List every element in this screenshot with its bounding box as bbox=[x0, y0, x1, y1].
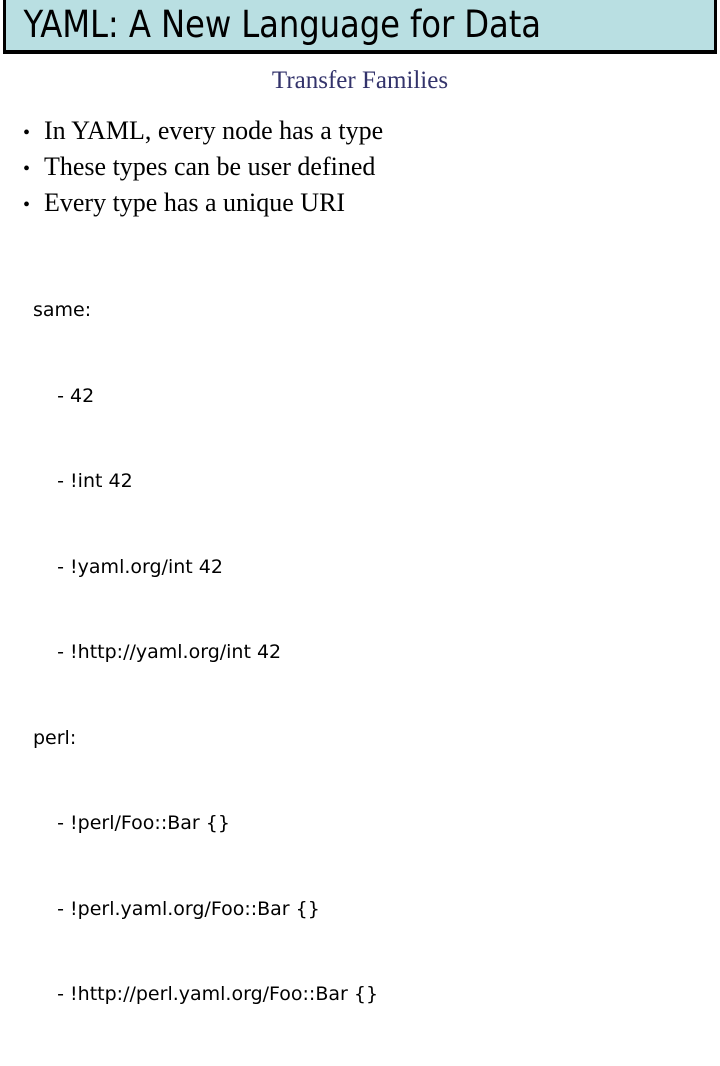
list-item: • In YAML, every node has a type bbox=[0, 114, 620, 150]
bullet-list: • In YAML, every node has a type • These… bbox=[0, 114, 620, 222]
list-item-label: In YAML, every node has a type bbox=[44, 116, 384, 145]
code-line: - !yaml.org/int 42 bbox=[33, 555, 223, 578]
bullet-dot-icon: • bbox=[22, 158, 30, 180]
code-line: - !perl/Foo::Bar {} bbox=[33, 812, 230, 834]
code-line: same: bbox=[33, 299, 92, 321]
slide-canvas: YAML: A New Language for Data Transfer F… bbox=[0, 0, 717, 1005]
bullet-dot-icon: • bbox=[22, 194, 30, 216]
code-line: - !http://yaml.org/int 42 bbox=[33, 641, 282, 663]
code-line: - !int 42 bbox=[33, 470, 133, 492]
code-line: - 42 bbox=[33, 384, 95, 407]
slide-title-bar: YAML: A New Language for Data bbox=[3, 0, 717, 54]
list-item-label: Every type has a unique URI bbox=[44, 188, 346, 217]
list-item-label: These types can be user defined bbox=[44, 152, 376, 181]
list-item: • These types can be user defined bbox=[0, 150, 620, 186]
code-line: - !http://perl.yaml.org/Foo::Bar {} bbox=[33, 983, 379, 1005]
code-line: perl: bbox=[33, 726, 77, 749]
bullet-dot-icon: • bbox=[22, 122, 30, 144]
list-item: • Every type has a unique URI bbox=[0, 186, 620, 222]
code-line: - !perl.yaml.org/Foo::Bar {} bbox=[33, 897, 320, 920]
yaml-code-block: same: - 42 - !int 42 - !yaml.org/int 42 … bbox=[33, 239, 378, 1066]
slide-subtitle: Transfer Families bbox=[271, 67, 449, 94]
page-title: YAML: A New Language for Data bbox=[23, 3, 541, 46]
